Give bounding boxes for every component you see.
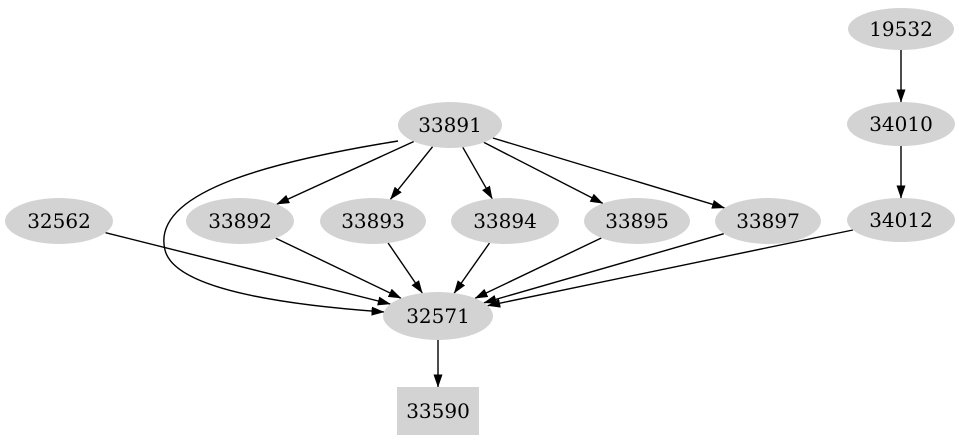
node-label: 33897 — [736, 209, 800, 233]
edge-33891-to-33892 — [276, 140, 415, 205]
node-label: 34010 — [869, 112, 933, 136]
node-34010: 34010 — [847, 102, 955, 146]
edge-33895-to-32571 — [474, 237, 602, 299]
node-33897: 33897 — [715, 198, 821, 244]
edge-33897-to-32571 — [483, 233, 724, 304]
edge-33891-to-33895 — [483, 141, 604, 205]
node-label: 34012 — [869, 208, 933, 232]
node-label: 33590 — [406, 399, 470, 423]
edge-33893-to-32571 — [387, 242, 423, 294]
node-label: 33891 — [418, 113, 482, 137]
ellipse-node-shape — [451, 198, 559, 244]
node-33895: 33895 — [584, 198, 690, 244]
nodes-layer: 19532 34010 34012 33891 32562 33892 33893 33894… — [5, 8, 955, 435]
node-label: 33892 — [208, 209, 272, 233]
edge-33891-to-32571 — [163, 140, 399, 316]
edge-33894-to-32571 — [453, 242, 491, 294]
edges-layer — [105, 50, 906, 388]
node-label: 19532 — [869, 17, 933, 41]
node-33893: 33893 — [320, 198, 426, 244]
ellipse-node-shape — [320, 198, 426, 244]
edge-32562-to-32571 — [105, 232, 391, 306]
node-33891: 33891 — [398, 102, 502, 148]
edge-34012-to-32571 — [487, 229, 854, 308]
ellipse-node-shape — [186, 198, 294, 244]
node-32562: 32562 — [5, 198, 113, 244]
edge-33891-to-33894 — [462, 146, 493, 200]
ellipse-node-shape — [715, 198, 821, 244]
edge-33891-to-33897 — [492, 137, 725, 209]
node-33894: 33894 — [451, 198, 559, 244]
node-34012: 34012 — [847, 198, 955, 242]
node-label: 32562 — [27, 209, 91, 233]
ellipse-node-shape — [847, 102, 955, 146]
edge-33891-to-33893 — [389, 146, 434, 200]
ellipse-node-shape — [5, 198, 113, 244]
node-33590: 33590 — [397, 387, 479, 435]
ellipse-node-shape — [398, 102, 502, 148]
ellipse-node-shape — [847, 198, 955, 242]
node-label: 33893 — [341, 209, 405, 233]
node-label: 33894 — [473, 209, 537, 233]
rect-node-shape — [397, 387, 479, 435]
edge-33892-to-32571 — [275, 237, 402, 299]
ellipse-node-shape — [584, 198, 690, 244]
node-19532: 19532 — [848, 8, 954, 50]
node-32571: 32571 — [383, 292, 493, 340]
node-33892: 33892 — [186, 198, 294, 244]
ellipse-node-shape — [848, 8, 954, 50]
ellipse-node-shape — [383, 292, 493, 340]
node-label: 32571 — [406, 304, 470, 328]
node-label: 33895 — [605, 209, 669, 233]
